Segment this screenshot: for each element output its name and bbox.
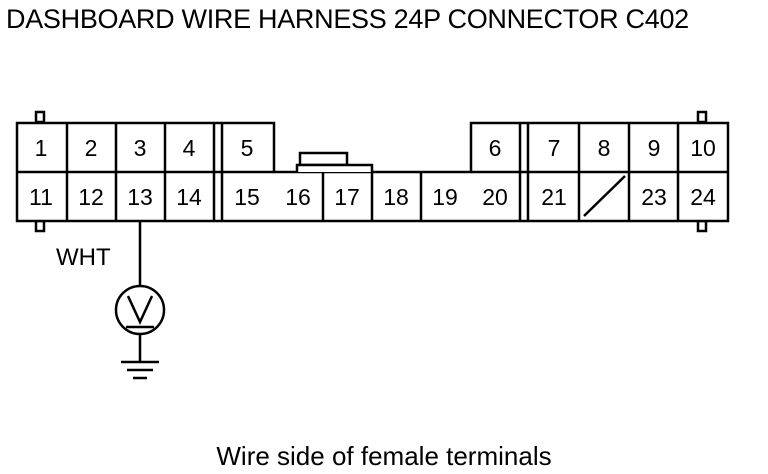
bottom-row-labels: 11 12 13 14 15 16 17 18 19 20 21 23 24 xyxy=(29,184,716,210)
pin-label: 1 xyxy=(35,135,48,161)
diagram-caption: Wire side of female terminals xyxy=(216,441,552,471)
pin-label: 3 xyxy=(134,135,147,161)
pin-label: 19 xyxy=(432,184,458,210)
diagram-title: DASHBOARD WIRE HARNESS 24P CONNECTOR C40… xyxy=(6,4,689,34)
lock-tab-left-bottom xyxy=(34,219,46,233)
pin-label: 20 xyxy=(482,184,508,210)
pin-label: 2 xyxy=(85,135,98,161)
pin-label: 6 xyxy=(489,135,502,161)
voltmeter-symbol xyxy=(126,295,154,329)
pin-label: 24 xyxy=(690,184,716,210)
pin-label: 9 xyxy=(648,135,661,161)
pin-label: 10 xyxy=(690,135,716,161)
wire-color-label: WHT xyxy=(56,244,111,271)
pin-label: 5 xyxy=(241,135,254,161)
lock-tab-left-top xyxy=(34,110,46,124)
pin-label: 18 xyxy=(383,184,409,210)
pin-label: 8 xyxy=(598,135,611,161)
pin-label: 23 xyxy=(641,184,667,210)
lock-tab-right-top xyxy=(696,110,708,124)
ground-icon xyxy=(121,360,159,380)
pin-label: 15 xyxy=(234,184,260,210)
pin-label: 17 xyxy=(334,184,360,210)
blank-terminal-slash xyxy=(583,175,626,217)
pin-label: 13 xyxy=(127,184,153,210)
lock-tab-right-bottom xyxy=(696,219,708,233)
pin-label: 12 xyxy=(78,184,104,210)
pin-label: 4 xyxy=(183,135,196,161)
pin-label: 11 xyxy=(29,184,53,210)
pin-label: 16 xyxy=(285,184,311,210)
pin-label: 7 xyxy=(548,135,561,161)
pin-label: 21 xyxy=(541,184,567,210)
top-row-labels: 1 2 3 4 5 6 7 8 9 10 xyxy=(35,135,716,161)
pin-label: 14 xyxy=(176,184,202,210)
connector-latch xyxy=(298,151,349,167)
